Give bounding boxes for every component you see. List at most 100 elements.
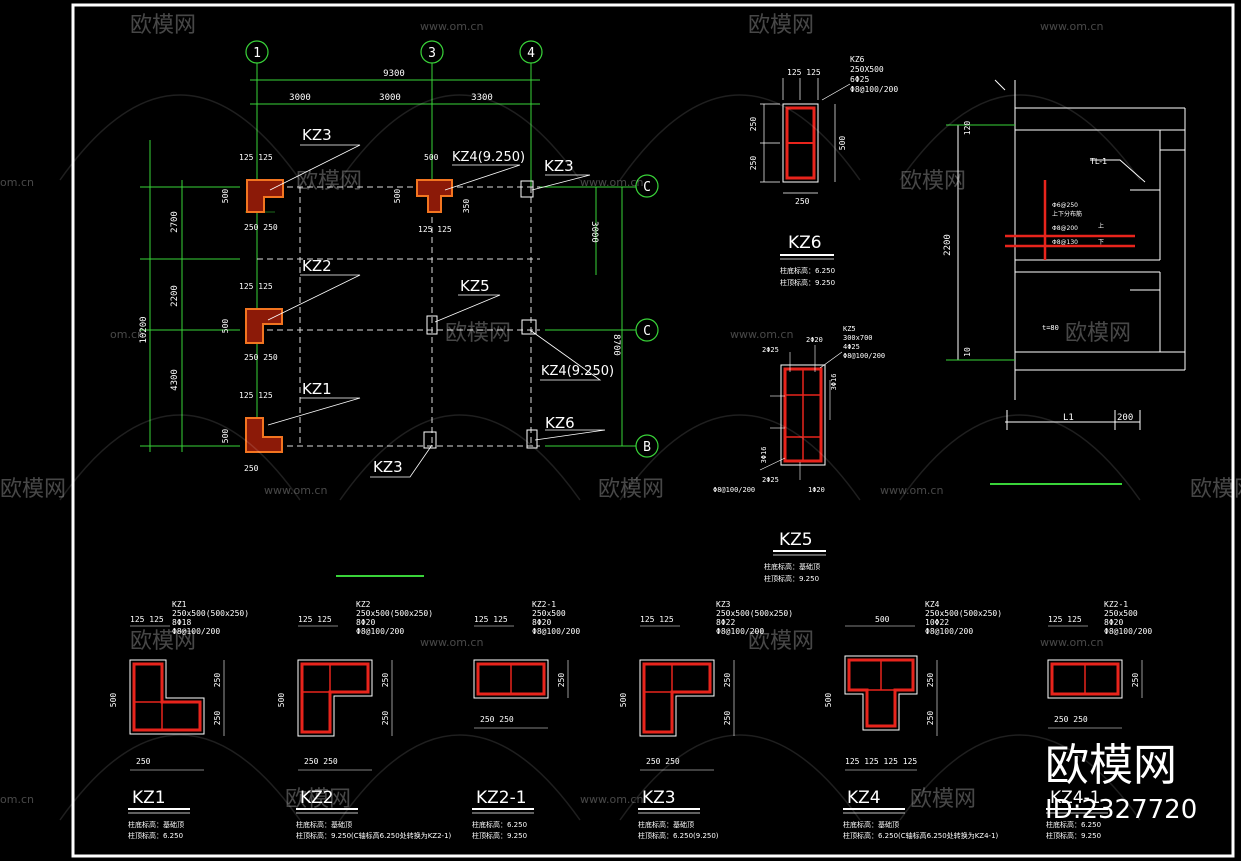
plan-dim-250c: 250 (244, 464, 259, 473)
plan-dim-250b: 250 250 (244, 353, 278, 362)
section-height: 2200 (943, 234, 953, 256)
dim-y-1: 2700 (170, 211, 180, 233)
watermark-brand: 欧模网 (598, 477, 664, 502)
detail-spec: KZ1 (172, 600, 187, 609)
detail-note-2: 柱顶标高：6.250(9.250) (638, 831, 719, 840)
detail-dim-right-2: 250 (213, 711, 222, 726)
detail-spec: Φ8@100/200 (716, 627, 764, 636)
watermark-url: www.om.cn (580, 176, 643, 189)
kz6-title: KZ6 (788, 233, 822, 253)
kz5-top-2: 2Φ20 (806, 336, 823, 344)
watermark-brand: 欧模网 (748, 629, 814, 654)
detail-kz4-1 (1046, 625, 1143, 814)
kz5-title: KZ5 (779, 530, 813, 550)
watermark-url: om.cn (0, 793, 34, 806)
kz5-note-2: 柱顶标高：9.250 (764, 574, 819, 583)
dim-x-3: 3300 (471, 93, 493, 103)
detail-spec: KZ3 (716, 600, 731, 609)
kz5-spec-4: Φ8@100/200 (843, 352, 885, 360)
section-l1: L1 (1063, 413, 1074, 423)
detail-dim-left: 500 (109, 693, 118, 708)
section-rebar-3: Φ8@200 (1052, 225, 1078, 232)
section-120: 120 (963, 121, 972, 136)
watermark-brand: 欧模网 (130, 13, 196, 38)
plan-dim-350: 350 (462, 199, 471, 214)
watermark-url: om.cn (0, 176, 34, 189)
column-plan: 1 3 4 C C B 9300 3000 3000 3300 10200 27… (139, 40, 659, 577)
kz6-dim-left1: 250 (749, 117, 758, 132)
kz6-detail: 125 125 250 250 500 250 KZ6 250X500 6Φ25… (749, 55, 898, 287)
detail-note-2: 柱顶标高：9.250 (472, 831, 527, 840)
plan-dim-125c: 125 125 (239, 282, 273, 291)
detail-note-1: 柱底标高：基础顶 (843, 820, 899, 829)
detail-spec: 8Φ20 (532, 618, 551, 627)
detail-dim-right-1: 250 (926, 673, 935, 688)
axis-label-4: 4 (527, 46, 535, 61)
detail-kz2 (296, 625, 393, 814)
watermark-brand: 欧模网 (296, 169, 362, 194)
detail-spec: 250x500(500x250) (356, 609, 433, 618)
detail-title: KZ2-1 (476, 788, 527, 808)
plan-dim-500d: 500 (393, 189, 402, 204)
detail-spec: Φ8@100/200 (172, 627, 220, 636)
detail-spec: 10Φ22 (925, 618, 949, 627)
axis-label-c1: C (643, 180, 651, 195)
watermark-layer: 欧模网 www.om.cn 欧模网 www.om.cn om.cn 欧模网 ww… (0, 13, 1241, 825)
detail-spec: 250x500(500x250) (172, 609, 249, 618)
drawing-frame (71, 3, 1235, 858)
kz5-note-1: 柱底标高：基础顶 (764, 562, 820, 571)
plan-dim-250a: 250 250 (244, 223, 278, 232)
plan-label-kz6: KZ6 (545, 414, 575, 432)
plan-dim-125a: 125 125 (239, 153, 273, 162)
kz5-detail: KZ5 300x700 4Φ25 Φ8@100/200 2Φ25 2Φ20 3Φ… (713, 325, 885, 583)
watermark-url: www.om.cn (420, 20, 483, 33)
detail-dim-right-1: 250 (1131, 673, 1140, 688)
watermark-brand: 欧模网 (445, 321, 511, 346)
plan-dim-500b: 500 (221, 319, 230, 334)
detail-dim-top: 125 125 (474, 615, 508, 624)
detail-note-1: 柱底标高：6.250 (472, 820, 527, 829)
plan-label-kz5: KZ5 (460, 277, 490, 295)
axis-label-b: B (643, 440, 651, 455)
kz6-spec-4: Φ8@100/200 (850, 85, 898, 94)
detail-title: KZ1 (132, 788, 166, 808)
detail-spec: Φ8@100/200 (532, 627, 580, 636)
section-rebar-4: Φ8@130 (1052, 239, 1078, 246)
plan-label-kz4-b: KZ4(9.250) (541, 364, 614, 379)
dim-x-2: 3000 (379, 93, 401, 103)
plan-dim-500: 500 (424, 153, 439, 162)
watermark-url: om.cn (110, 328, 144, 341)
kz5-spec-2: 300x700 (843, 334, 873, 342)
axis-label-c: C (643, 324, 651, 339)
detail-spec: 8Φ20 (356, 618, 375, 627)
detail-spec: 250x500 (532, 609, 566, 618)
section-t80: t=80 (1042, 324, 1059, 332)
detail-dim-bottom: 250 250 (480, 715, 514, 724)
section-tl1: TL-1 (1089, 157, 1107, 166)
detail-spec: 250x500 (1104, 609, 1138, 618)
slab-section-detail: TL-1 2200 120 10 t=80 L1 200 Φ6@250 上下分布… (943, 79, 1186, 485)
detail-note-2: 柱顶标高：6.250 (128, 831, 183, 840)
plan-label-kz3-b: KZ3 (544, 157, 574, 175)
detail-dim-top: 125 125 (640, 615, 674, 624)
detail-kz3 (638, 625, 735, 814)
detail-dim-left: 500 (824, 693, 833, 708)
section-ten: 10 (963, 347, 972, 357)
watermark-url: www.om.cn (580, 793, 643, 806)
kz6-dim-left2: 250 (749, 156, 758, 171)
detail-spec: KZ4 (925, 600, 940, 609)
detail-dim-right-1: 250 (213, 673, 222, 688)
watermark-brand: 欧模网 (0, 477, 66, 502)
kz6-spec-2: 250X500 (850, 65, 884, 74)
watermark-brand: 欧模网 (910, 787, 976, 812)
kz6-spec-3: 6Φ25 (850, 75, 869, 84)
axis-label-1: 1 (253, 46, 261, 61)
kz5-bot-1: 2Φ25 (762, 476, 779, 484)
detail-spec: 8Φ20 (1104, 618, 1123, 627)
detail-note-2: 柱顶标高：9.250(C轴标高6.250处转换为KZ2-1) (296, 831, 452, 840)
detail-dim-right-1: 250 (557, 673, 566, 688)
detail-note-1: 柱底标高：基础顶 (296, 820, 352, 829)
detail-dim-top: 500 (875, 615, 890, 624)
